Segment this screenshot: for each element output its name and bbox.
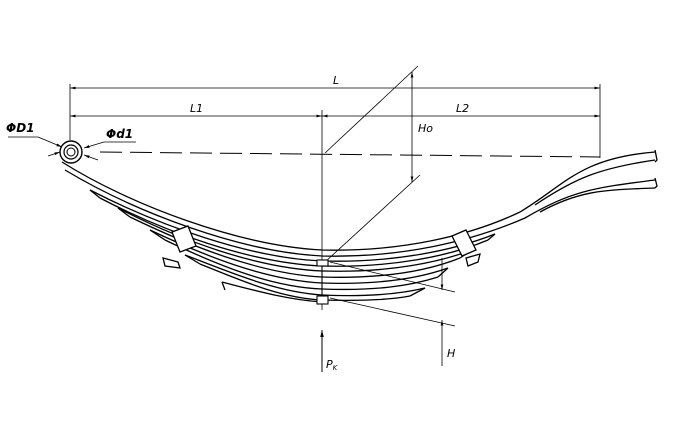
label-L1: L1 (190, 102, 203, 115)
label-d1: Φd1 (106, 127, 133, 141)
label-D1: ΦD1 (6, 121, 35, 135)
eye-leaders (8, 136, 136, 161)
label-Pk: PK (326, 358, 339, 372)
center-bolt (316, 259, 329, 305)
eye-centerline (99, 151, 601, 158)
label-H: H (447, 347, 455, 360)
spring-eye (59, 140, 83, 164)
extension-lines (69, 65, 601, 327)
rebound-clip-front (162, 225, 197, 269)
label-L2: L2 (456, 102, 469, 115)
label-Pk-sub: K (333, 364, 339, 372)
label-Ho: Ho (418, 122, 433, 135)
rebound-clip-rear (451, 229, 481, 267)
label-Pk-main: P (326, 358, 333, 371)
label-L: L (333, 74, 339, 87)
leaf-stack (61, 149, 658, 303)
